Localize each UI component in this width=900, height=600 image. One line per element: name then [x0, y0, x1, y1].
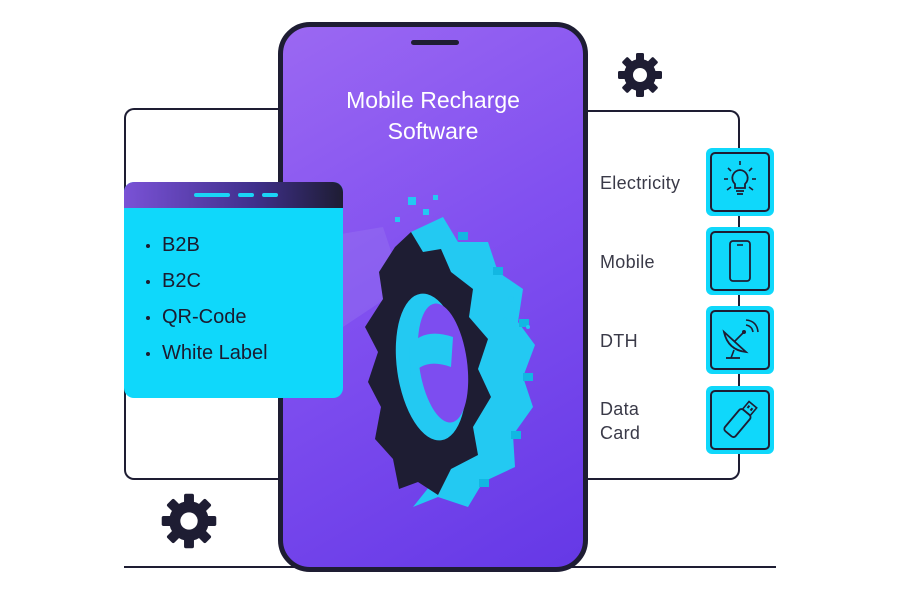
service-label-text: DTH: [600, 331, 638, 351]
isometric-gear-icon: [323, 195, 535, 507]
header-dash: [194, 193, 230, 197]
feature-item-white-label: White Label: [146, 342, 268, 378]
gear-icon-bottom-left: [161, 493, 217, 549]
smartphone-icon: [710, 231, 770, 291]
service-label-dth: DTH: [600, 329, 638, 353]
header-dash: [238, 193, 254, 197]
service-label-text: Electricity: [600, 173, 681, 193]
service-mobile-tile: [706, 227, 774, 295]
service-dth-tile: [706, 306, 774, 374]
phone-title-line-2: Software: [387, 118, 479, 144]
service-data-card-tile: [706, 386, 774, 454]
usb-data-card-icon: [710, 390, 770, 450]
phone-speaker-notch: [411, 40, 459, 45]
service-label-text-line-2: Card: [600, 423, 641, 443]
satellite-dish-icon: [710, 310, 770, 370]
feature-item-b2c: B2C: [146, 270, 268, 306]
light-bulb-icon: [710, 152, 770, 212]
gear-icon-top-right: [618, 53, 662, 97]
features-card-header: [124, 182, 343, 208]
service-label-data-card: Data Card: [600, 397, 640, 445]
header-dash: [262, 193, 278, 197]
features-card: B2B B2C QR-Code White Label: [124, 182, 343, 398]
service-label-mobile: Mobile: [600, 250, 655, 274]
service-label-electricity: Electricity: [600, 171, 680, 195]
feature-item-b2b: B2B: [146, 234, 268, 270]
phone-title-line-1: Mobile Recharge: [346, 87, 520, 113]
feature-item-qr-code: QR-Code: [146, 306, 268, 342]
service-label-text-line-1: Data: [600, 399, 640, 419]
service-label-text: Mobile: [600, 252, 655, 272]
features-list: B2B B2C QR-Code White Label: [146, 234, 268, 378]
phone-illustration: Mobile Recharge Software: [278, 22, 588, 572]
service-electricity-tile: [706, 148, 774, 216]
frame-right: [582, 110, 740, 480]
phone-title: Mobile Recharge Software: [283, 85, 583, 147]
